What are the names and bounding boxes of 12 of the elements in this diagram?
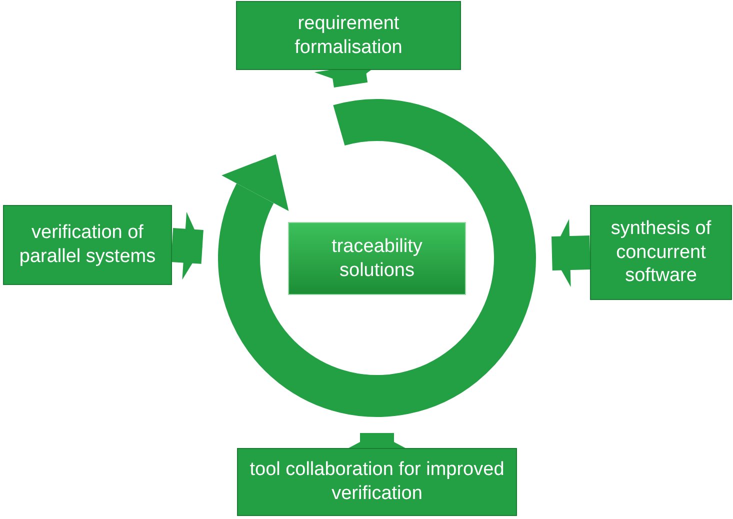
block-arrow — [170, 212, 204, 280]
box-label: traceability solutions — [330, 234, 424, 282]
process-box — [237, 448, 517, 516]
center-box — [288, 222, 466, 295]
process-box — [590, 205, 732, 300]
process-box — [3, 205, 172, 285]
block-arrow — [551, 219, 590, 287]
box-label: tool collaboration for improved verification — [248, 458, 506, 506]
process-box — [236, 1, 461, 70]
box-label: verification of parallel systems — [18, 221, 157, 269]
box-label: requirement formalisation — [294, 12, 404, 60]
box-label: synthesis of concurrent software — [610, 216, 712, 288]
